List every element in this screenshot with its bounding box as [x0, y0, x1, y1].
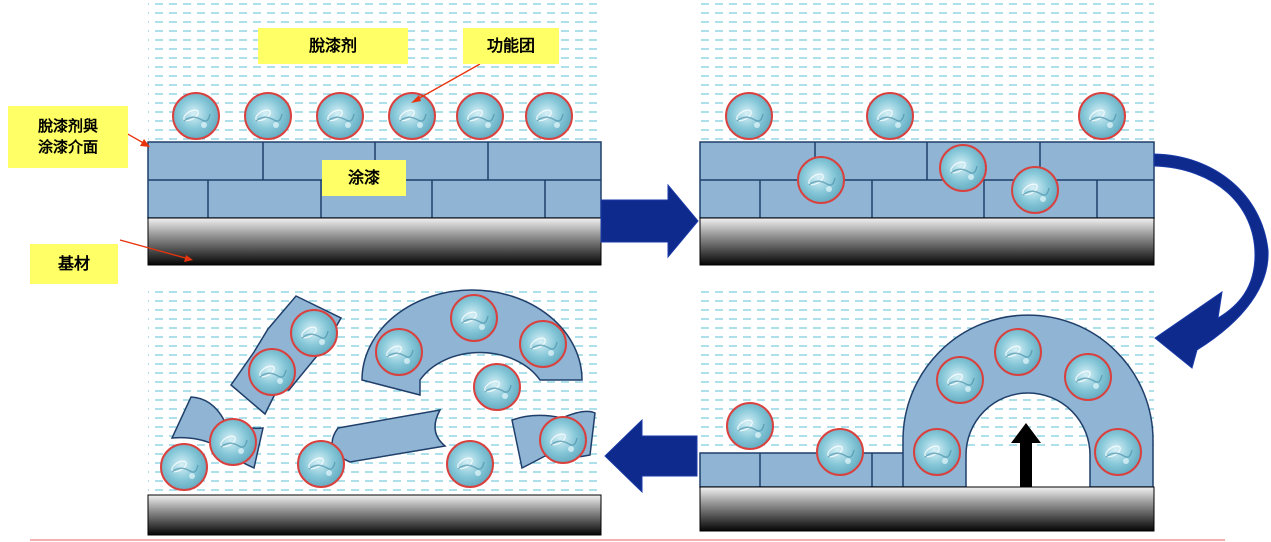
substrate-block	[699, 486, 1155, 532]
paint-fragment	[331, 408, 447, 463]
water-droplet-circle-icon	[160, 443, 208, 491]
curved-arrow-down-icon	[1153, 153, 1269, 369]
arrow-up-icon	[1011, 423, 1041, 487]
paint-layer-remaining	[699, 452, 906, 488]
water-droplet-circle-icon	[939, 144, 987, 192]
water-droplet-circle-icon	[450, 294, 498, 342]
label-functional-group: 功能团	[463, 28, 559, 64]
label-interface-line2: 涂漆介面	[37, 138, 98, 156]
water-droplet-circle-icon	[519, 320, 567, 368]
label-substrate: 基材	[30, 244, 118, 284]
water-droplet-circle-icon	[316, 92, 364, 140]
water-droplet-circle-icon	[1094, 428, 1142, 476]
arrow-left-icon	[604, 418, 698, 494]
water-droplet-circle-icon	[297, 440, 345, 488]
water-droplet-circle-icon	[446, 440, 494, 488]
arrow-right-icon	[600, 183, 699, 259]
water-droplet-circle-icon	[172, 92, 220, 140]
water-droplet-circle-icon	[866, 92, 914, 140]
water-droplet-circle-icon	[1064, 353, 1112, 401]
label-stripper: 脫漆剂	[258, 28, 408, 64]
water-droplet-circle-icon	[797, 156, 845, 204]
water-droplet-circle-icon	[290, 309, 338, 357]
water-droplet-circle-icon	[1011, 166, 1059, 214]
water-droplet-circle-icon	[456, 92, 504, 140]
water-droplet-circle-icon	[473, 363, 521, 411]
substrate-block	[147, 217, 602, 266]
water-droplet-circle-icon	[913, 428, 961, 476]
panel-removed	[147, 287, 602, 536]
water-droplet-circle-icon	[248, 348, 296, 396]
substrate-block	[699, 217, 1155, 266]
substrate-block	[147, 494, 602, 536]
label-paint: 涂漆	[322, 160, 406, 196]
water-droplet-circle-icon	[994, 328, 1042, 376]
water-droplet-circle-icon	[539, 416, 587, 464]
water-droplet-circle-icon	[816, 428, 864, 476]
water-droplet-circle-icon	[244, 92, 292, 140]
water-droplet-circle-icon	[209, 418, 257, 466]
label-interface-line1: 脫漆剂與	[37, 117, 98, 135]
panel-penetration	[699, 0, 1155, 266]
leader-lines	[119, 63, 481, 262]
water-droplet-circle-icon	[725, 92, 773, 140]
paint-fragment-ring	[361, 289, 583, 396]
water-droplet-circle-icon	[936, 356, 984, 404]
water-droplet-circle-icon	[388, 92, 436, 140]
water-droplet-circle-icon	[1078, 92, 1126, 140]
panel-lifting	[699, 287, 1155, 532]
water-droplet-circle-icon	[726, 402, 774, 450]
label-interface: 脫漆剂與 涂漆介面	[8, 106, 128, 168]
water-droplet-circle-icon	[375, 328, 423, 376]
paint-layer	[699, 141, 1155, 219]
water-droplet-circle-icon	[525, 92, 573, 140]
